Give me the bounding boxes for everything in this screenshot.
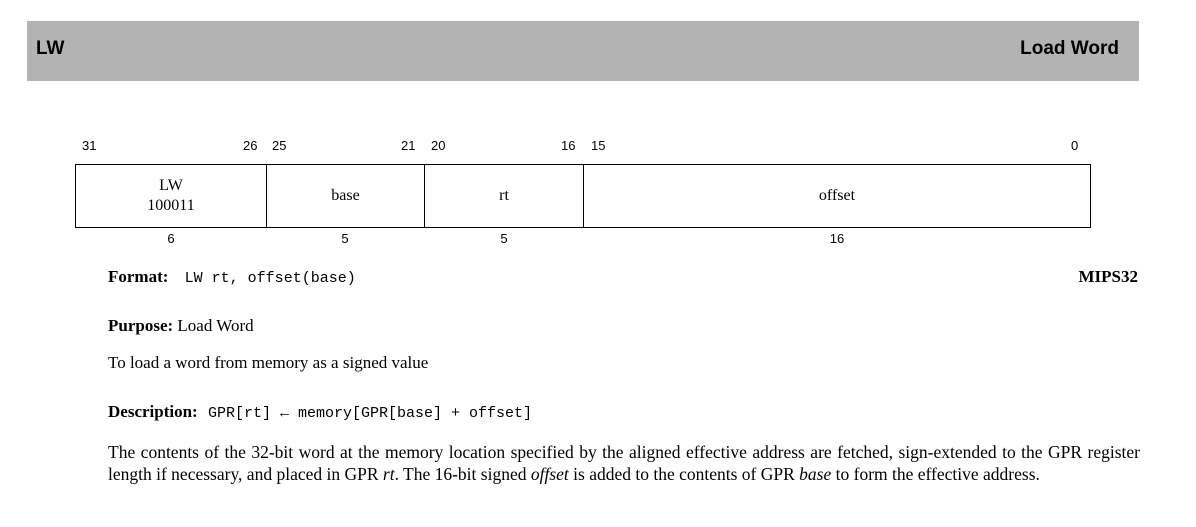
field-opcode: LW 100011: [76, 165, 267, 227]
bit-number-15: 15: [591, 138, 606, 153]
bit-number-0: 0: [1071, 138, 1079, 153]
bit-number-21: 21: [401, 138, 416, 153]
bit-number-25: 25: [272, 138, 287, 153]
description-paragraph: The contents of the 32-bit word at the m…: [108, 441, 1140, 485]
description-text-3: is added to the contents of GPR: [568, 464, 800, 484]
description-line: Description: GPR[rt] ← memory[GPR[base] …: [108, 401, 532, 425]
isa-label: MIPS32: [1078, 267, 1139, 286]
description-text-4: to form the effective address.: [831, 464, 1040, 484]
purpose-detail: To load a word from memory as a signed v…: [108, 353, 429, 372]
description-term-offset: offset: [530, 464, 569, 484]
purpose-line: Purpose: Load Word: [108, 315, 254, 337]
description-label: Description:: [108, 402, 198, 421]
instruction-name: Load Word: [1020, 38, 1119, 59]
field-base-label: base: [331, 187, 360, 204]
bit-number-26: 26: [243, 138, 258, 153]
bit-number-31: 31: [82, 138, 97, 153]
description-term-base: base: [799, 464, 832, 484]
field-base: base: [267, 165, 425, 227]
field-opcode-name: LW: [159, 177, 183, 194]
field-rt: rt: [425, 165, 584, 227]
purpose-label: Purpose:: [108, 316, 174, 335]
field-opcode-bits: 100011: [147, 197, 195, 214]
field-offset-label: offset: [818, 187, 856, 204]
description-text-1: The contents of the 32-bit word at the m…: [108, 442, 1140, 484]
field-width-offset: 16: [829, 231, 845, 246]
purpose-text: Load Word: [177, 316, 254, 335]
bit-number-20: 20: [431, 138, 446, 153]
format-syntax: LW rt, offset(base): [184, 270, 356, 287]
field-offset: offset: [584, 165, 1090, 227]
instruction-mnemonic: LW: [36, 38, 65, 59]
bit-number-16: 16: [561, 138, 576, 153]
encoding-table: LW 100011 base rt offset: [75, 164, 1091, 228]
description-expression: GPR[rt] ← memory[GPR[base] + offset]: [207, 405, 533, 422]
field-rt-label: rt: [499, 187, 509, 204]
format-label: Format:: [108, 267, 169, 286]
field-width-opcode: 6: [167, 231, 175, 246]
instruction-header: LW Load Word: [27, 21, 1139, 81]
description-text-2: . The 16-bit signed: [394, 464, 531, 484]
field-width-rt: 5: [500, 231, 508, 246]
description-term-rt: rt: [382, 464, 395, 484]
format-line: Format: LW rt, offset(base): [108, 266, 356, 290]
field-width-base: 5: [341, 231, 349, 246]
